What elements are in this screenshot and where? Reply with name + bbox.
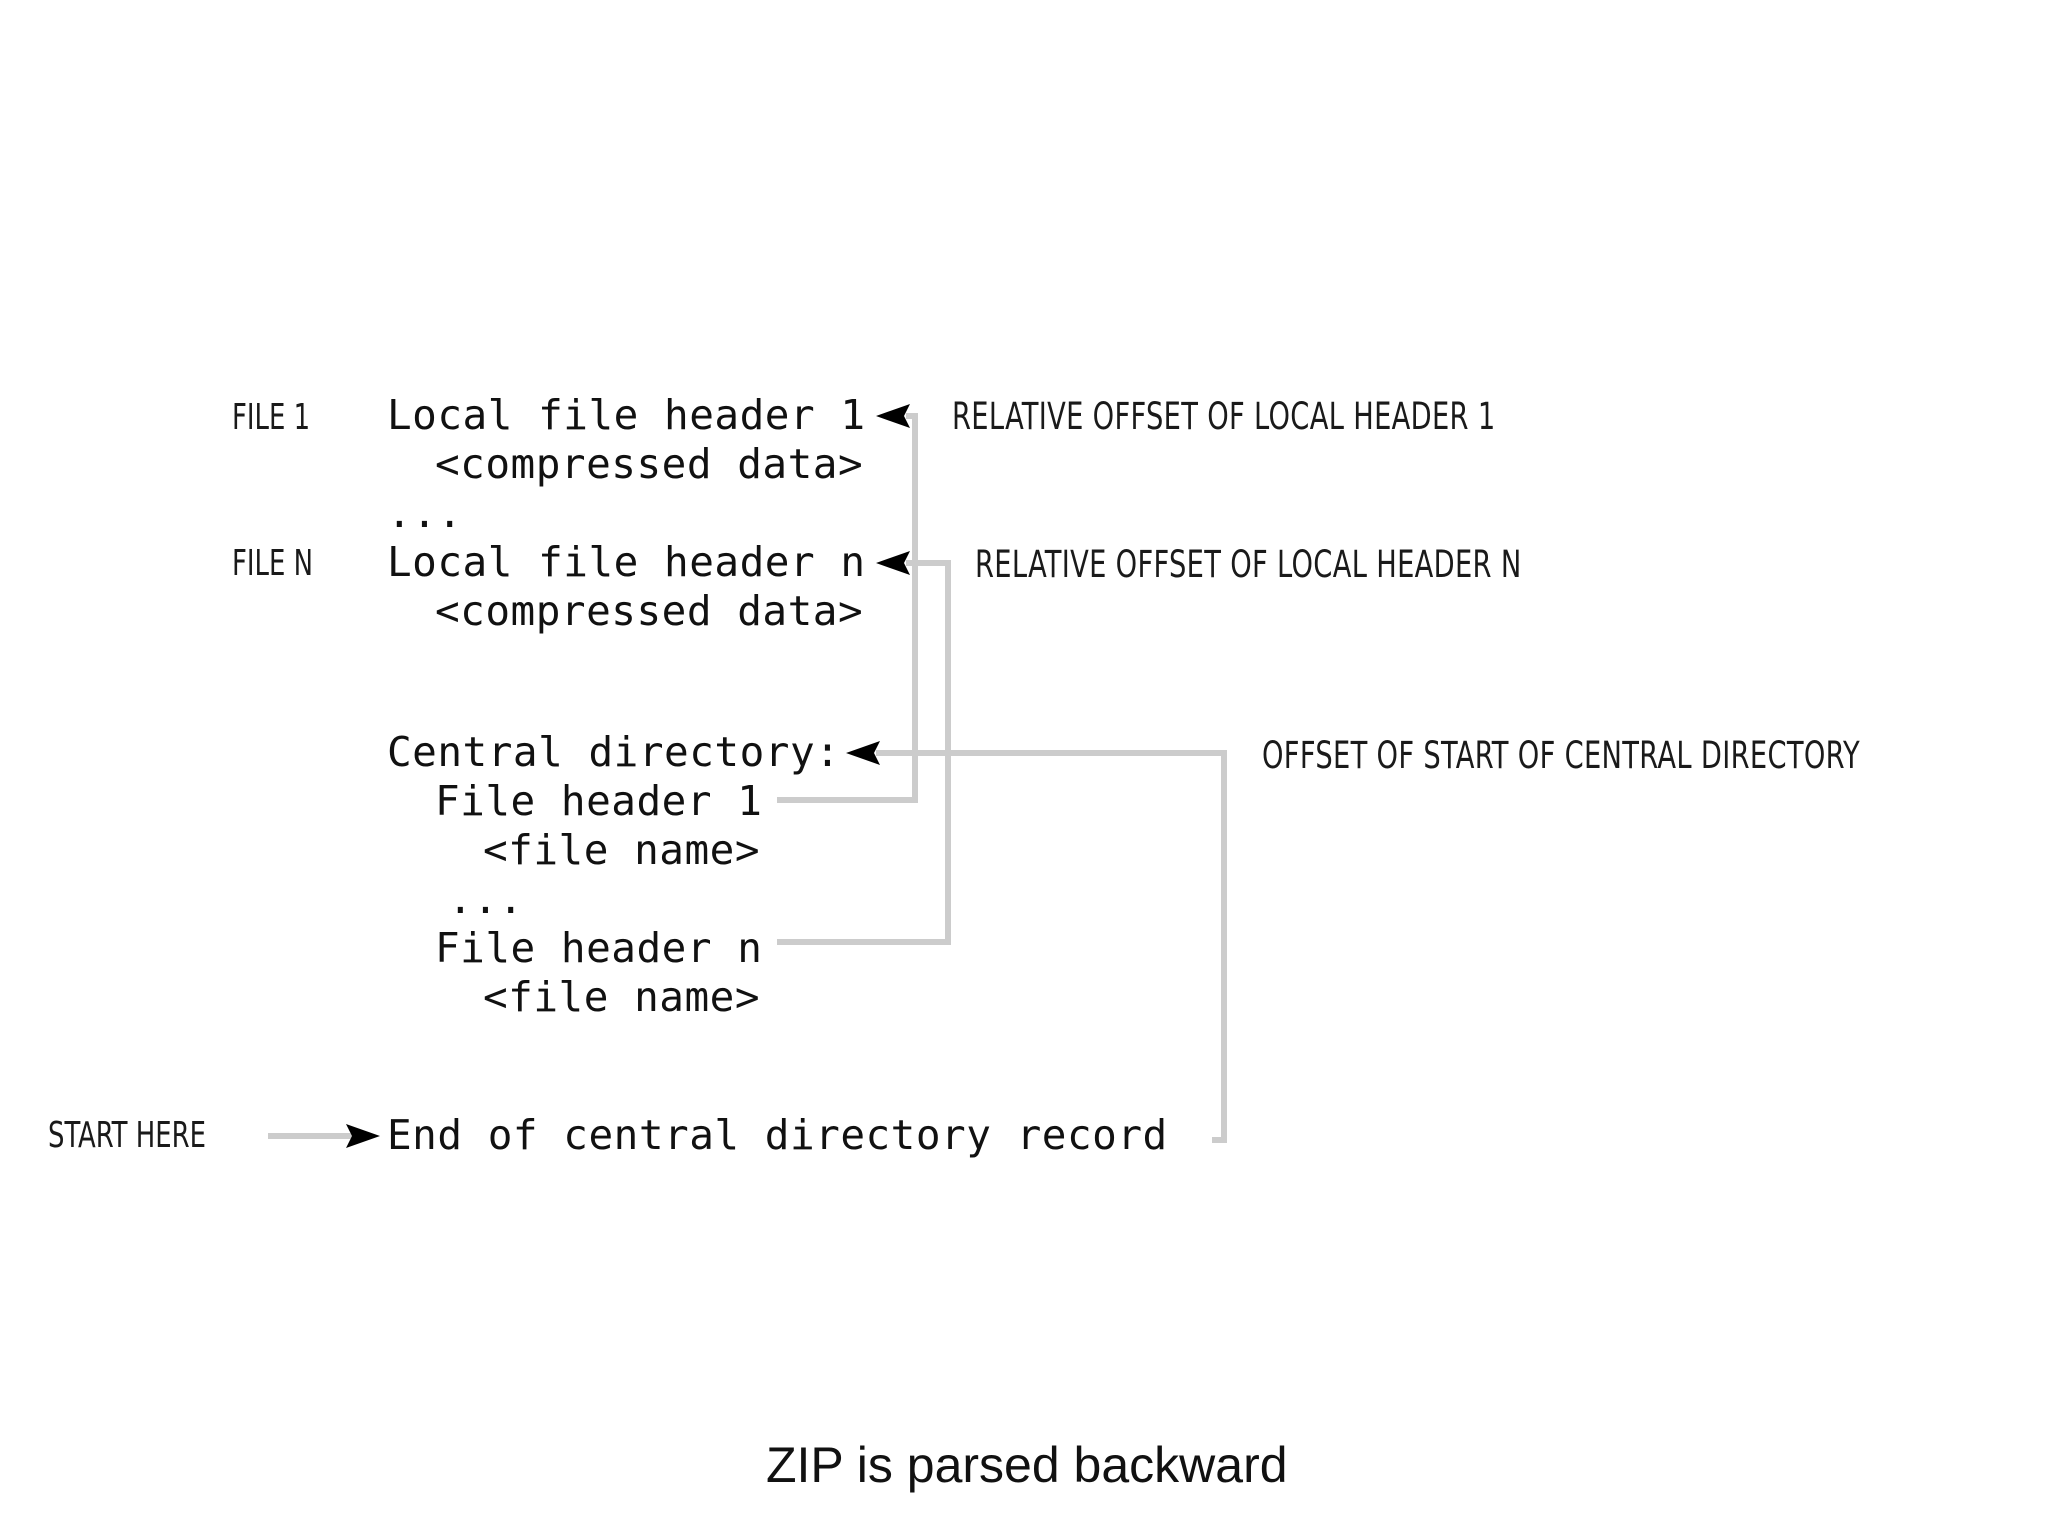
side-label-file-1: FILE 1 <box>232 397 311 438</box>
row-compressed-data-n: <compressed data> <box>435 587 864 635</box>
arrowhead-local-header-1 <box>876 404 910 428</box>
arrowhead-central-directory <box>846 741 880 765</box>
row-end-of-central-directory-record: End of central directory record <box>387 1111 1168 1159</box>
row-central-directory: Central directory: <box>387 728 841 776</box>
row-ellipsis-files: ... <box>387 489 463 537</box>
row-file-header-n: File header n <box>435 924 763 972</box>
wire-central-directory <box>876 750 1227 1143</box>
row-file-name-n: <file name> <box>483 973 761 1021</box>
row-compressed-data-1: <compressed data> <box>435 440 864 488</box>
row-file-name-1: <file name> <box>483 826 761 874</box>
annotation-offset-start-central-directory: OFFSET OF START OF CENTRAL DIRECTORY <box>1262 734 1861 777</box>
row-ellipsis-headers: ... <box>448 875 524 923</box>
row-local-file-header-n: Local file header n <box>387 538 866 586</box>
annotation-relative-offset-local-header-1: RELATIVE OFFSET OF LOCAL HEADER 1 <box>952 395 1496 438</box>
side-label-file-n: FILE N <box>232 543 313 584</box>
row-file-header-1: File header 1 <box>435 777 763 825</box>
arrowhead-start-here <box>346 1124 380 1148</box>
side-label-start-here: START HERE <box>48 1115 206 1156</box>
row-local-file-header-1: Local file header 1 <box>387 391 866 439</box>
annotation-relative-offset-local-header-n: RELATIVE OFFSET OF LOCAL HEADER N <box>975 543 1522 586</box>
caption-zip-parsed-backward: ZIP is parsed backward <box>766 1437 1288 1493</box>
arrowhead-local-header-n <box>876 551 910 575</box>
